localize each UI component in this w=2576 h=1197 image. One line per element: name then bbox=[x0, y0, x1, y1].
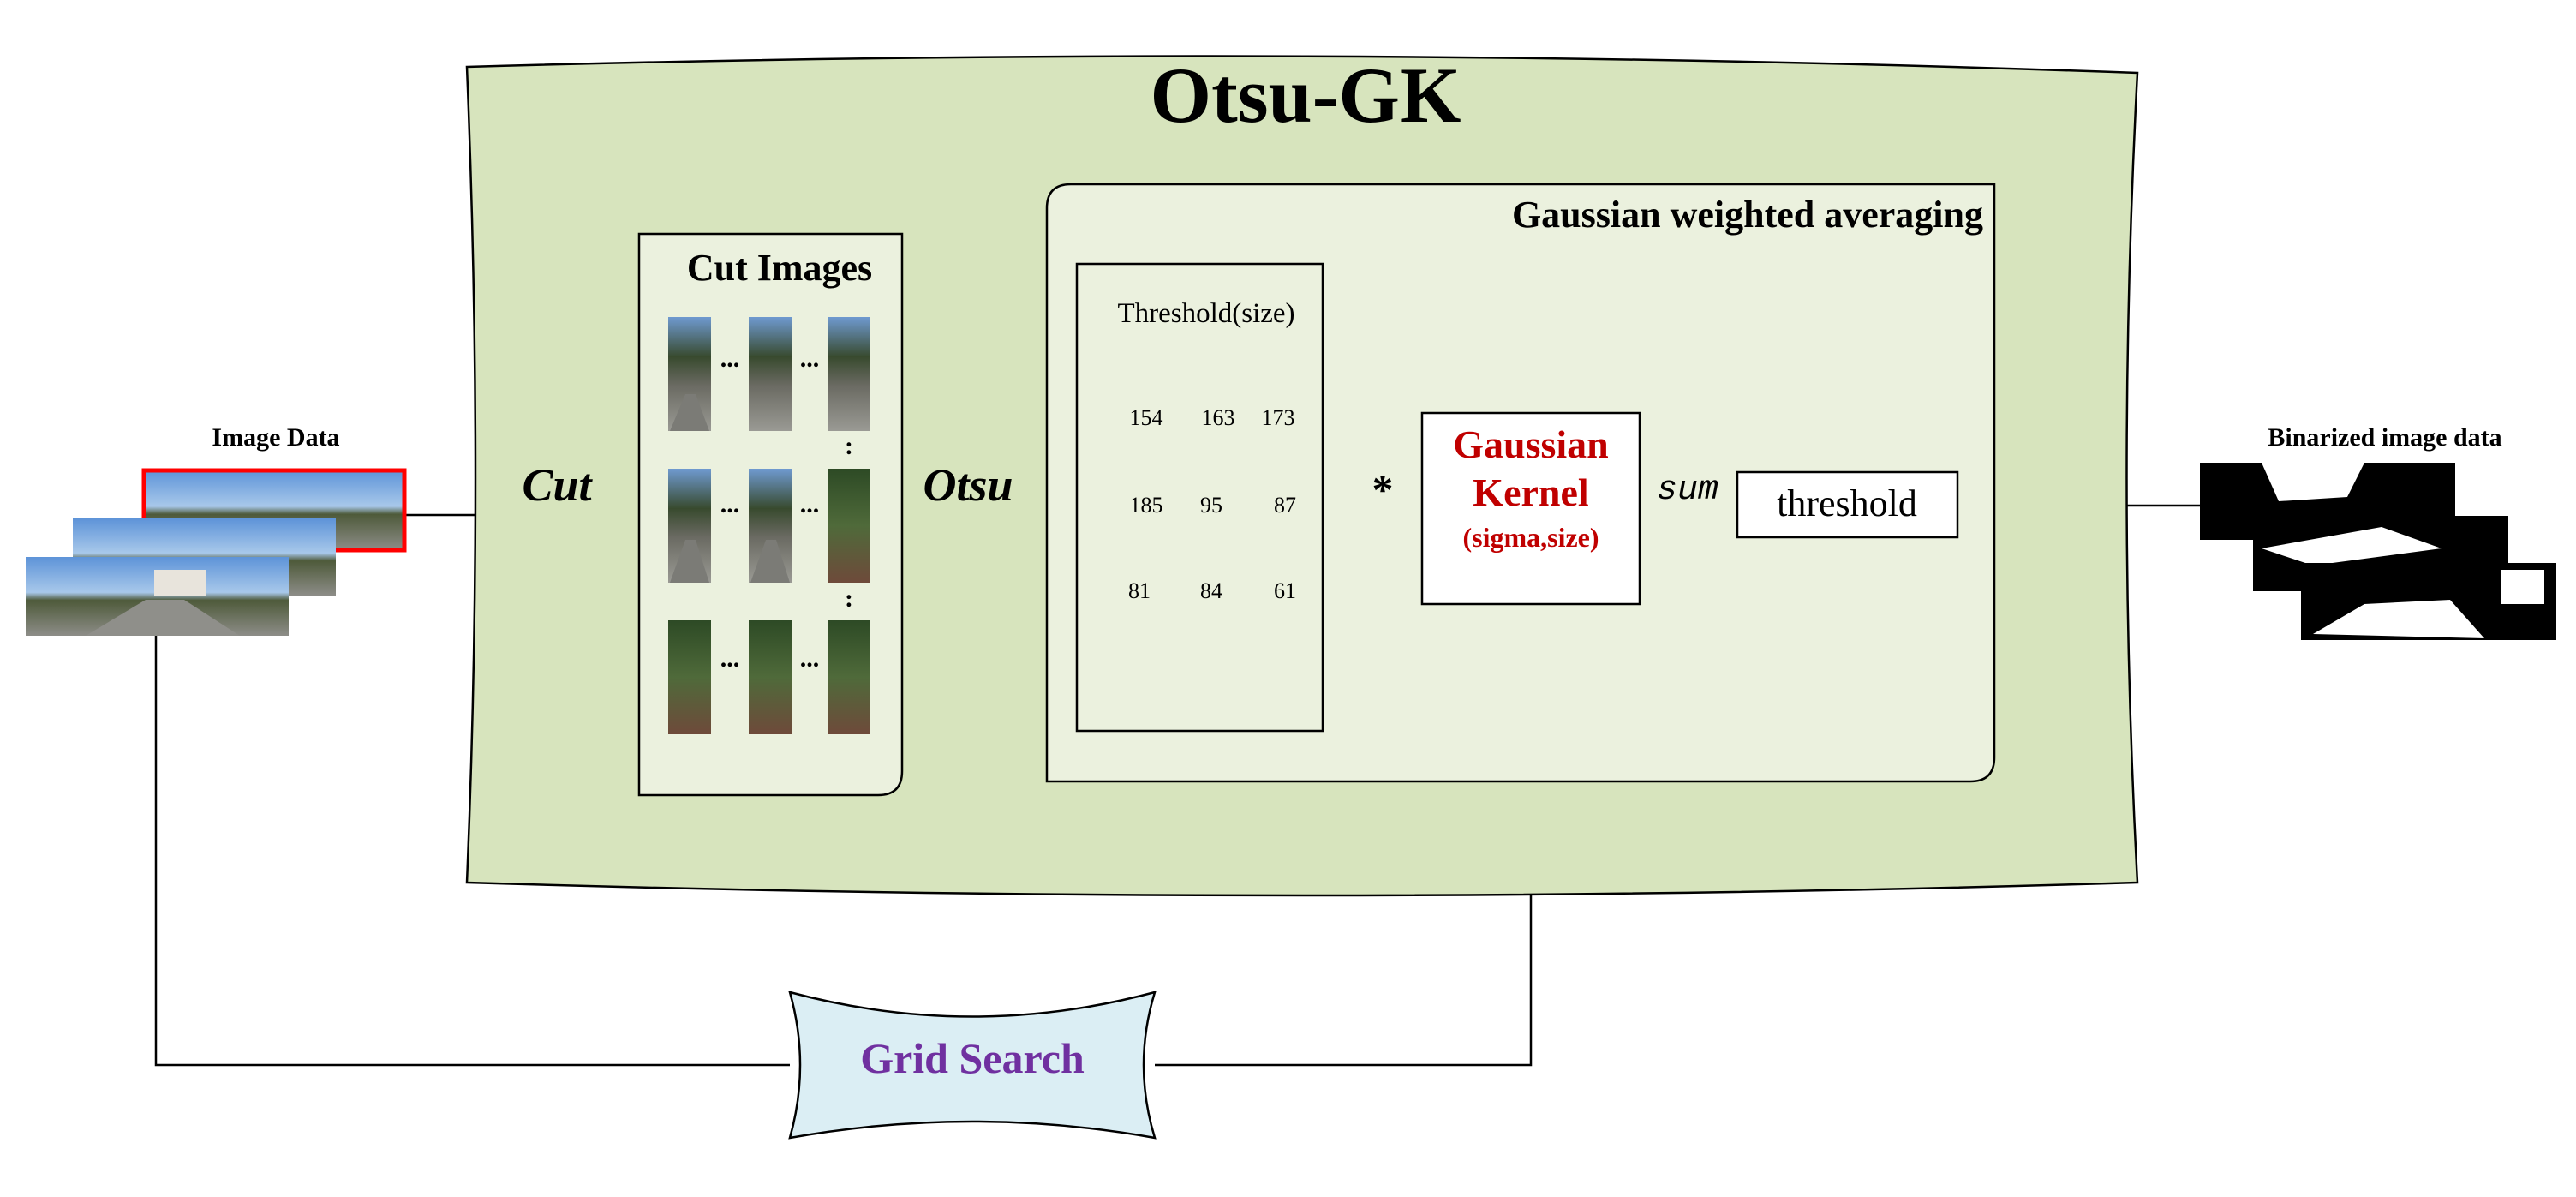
road-hint bbox=[86, 600, 240, 636]
binary-hint bbox=[2313, 600, 2484, 638]
ellipsis: ... bbox=[720, 490, 740, 518]
matrix-cell: 185 bbox=[1130, 493, 1163, 518]
matrix-cell: 95 bbox=[1200, 493, 1222, 518]
ellipsis: ... bbox=[800, 644, 820, 673]
diagram-title: Otsu-GK bbox=[1151, 51, 1461, 139]
matrix-cell: 154 bbox=[1130, 405, 1163, 430]
output-image-stack: Binarized image data bbox=[2200, 423, 2556, 640]
step-otsu-label: Otsu bbox=[923, 459, 1013, 511]
cut-thumbnails bbox=[668, 317, 870, 734]
thumb-2-3 bbox=[828, 469, 870, 583]
ellipsis: ... bbox=[720, 344, 740, 373]
convolution-operator: * bbox=[1372, 465, 1394, 513]
grid-search-shape bbox=[788, 991, 1157, 1140]
binary-hint bbox=[2262, 463, 2364, 501]
kernel-params: (sigma,size) bbox=[1462, 522, 1599, 553]
vertical-ellipsis: : bbox=[845, 584, 853, 613]
gaussian-kernel-box bbox=[1420, 411, 1641, 606]
threshold-label: threshold bbox=[1777, 482, 1917, 524]
input-image-stack: Image Data bbox=[26, 423, 407, 636]
matrix-cell: 84 bbox=[1200, 578, 1222, 603]
matrix-cell: 81 bbox=[1128, 578, 1151, 603]
road-hint bbox=[670, 540, 709, 583]
grid-search-label: Grid Search bbox=[860, 1034, 1085, 1082]
matrix-cell: 173 bbox=[1262, 405, 1295, 430]
thumb-3-1 bbox=[668, 620, 711, 734]
cut-images-title: Cut Images bbox=[687, 247, 872, 289]
matrix-title: Threshold(size) bbox=[1117, 298, 1294, 329]
input-label: Image Data bbox=[212, 423, 339, 452]
threshold-matrix-box bbox=[1075, 262, 1324, 733]
ellipsis: ... bbox=[800, 490, 820, 518]
binary-hint bbox=[2501, 570, 2544, 604]
matrix-cell: 61 bbox=[1274, 578, 1296, 603]
kernel-line-1: Gaussian bbox=[1453, 422, 1609, 466]
matrix-cell: 163 bbox=[1202, 405, 1235, 430]
line-input-to-grid bbox=[154, 636, 790, 1067]
thumb-3-2 bbox=[749, 620, 792, 734]
cut-ellipses: ... ... ... ... ... ... : : bbox=[720, 344, 853, 673]
road-hint bbox=[670, 394, 709, 431]
step-cut-label: Cut bbox=[522, 459, 593, 511]
output-label: Binarized image data bbox=[2268, 423, 2501, 452]
vertical-ellipsis: : bbox=[845, 432, 853, 460]
thumb-1-2 bbox=[749, 317, 792, 431]
thumb-1-3 bbox=[828, 317, 870, 431]
binary-hint bbox=[2262, 527, 2442, 566]
road-hint bbox=[750, 540, 790, 583]
matrix-cell: 87 bbox=[1274, 493, 1296, 518]
ellipsis: ... bbox=[800, 344, 820, 373]
house-hint bbox=[154, 570, 206, 596]
kernel-line-2: Kernel bbox=[1473, 470, 1588, 514]
step-sum-label: sum bbox=[1657, 471, 1718, 510]
gaussian-panel-title: Gaussian weighted averaging bbox=[1512, 194, 1983, 236]
thumb-3-3 bbox=[828, 620, 870, 734]
ellipsis: ... bbox=[720, 644, 740, 673]
threshold-matrix: 154 163 173 185 95 87 81 84 61 bbox=[1128, 405, 1296, 603]
threshold-box bbox=[1736, 470, 1959, 539]
